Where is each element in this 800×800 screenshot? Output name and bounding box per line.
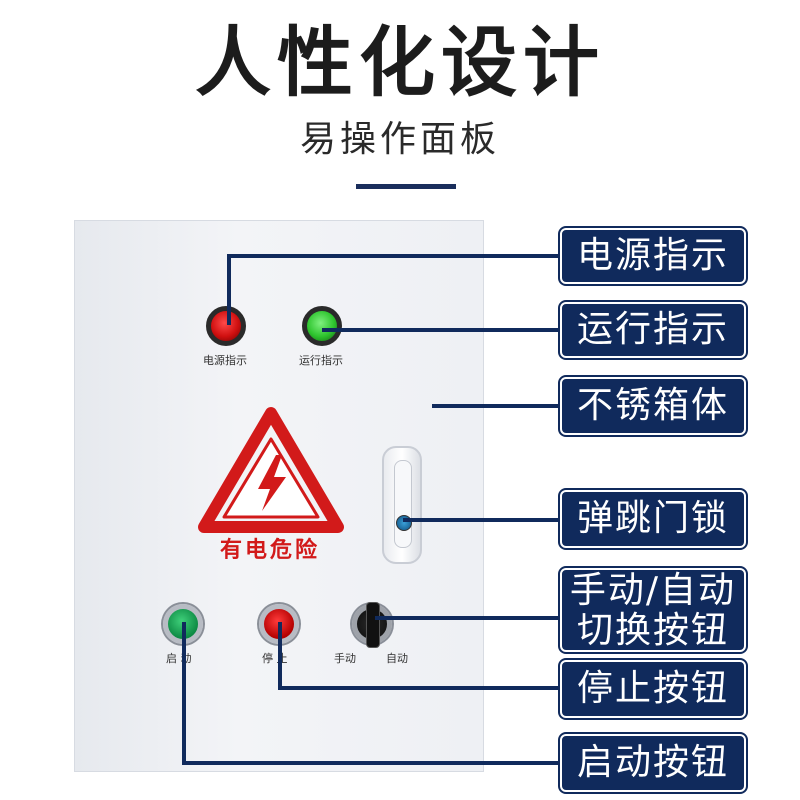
callout-spring-lock: 弹跳门锁	[560, 490, 746, 548]
callout-stop-button: 停止按钮	[560, 660, 746, 718]
run-lamp-label: 运行指示	[299, 354, 343, 367]
callout-switch-line1: 手动/自动	[569, 570, 737, 611]
callout-switch-line2: 切换按钮	[576, 610, 729, 651]
callout-power-indicator: 电源指示灯	[560, 228, 746, 328]
electric-hazard-icon	[198, 407, 344, 533]
title-divider	[356, 184, 456, 189]
switch-handle[interactable]	[366, 602, 380, 648]
run-indicator-lamp	[302, 306, 342, 346]
callout-start-button: 启动按钮	[560, 734, 746, 792]
manual-label: 手动	[334, 652, 356, 665]
power-indicator-lamp	[206, 306, 246, 346]
power-lamp-label: 电源指示	[203, 354, 247, 367]
callout-run-indicator: 运行指示灯	[560, 302, 746, 402]
page-subtitle: 易操作面板	[299, 119, 500, 160]
page-title: 人性化设计	[195, 18, 605, 107]
callout-mode-switch: 手动/自动 切换按钮	[560, 568, 746, 652]
callout-stainless-box: 不锈箱体	[560, 377, 746, 435]
hazard-text: 有电危险	[219, 538, 320, 563]
auto-label: 自动	[386, 652, 408, 665]
